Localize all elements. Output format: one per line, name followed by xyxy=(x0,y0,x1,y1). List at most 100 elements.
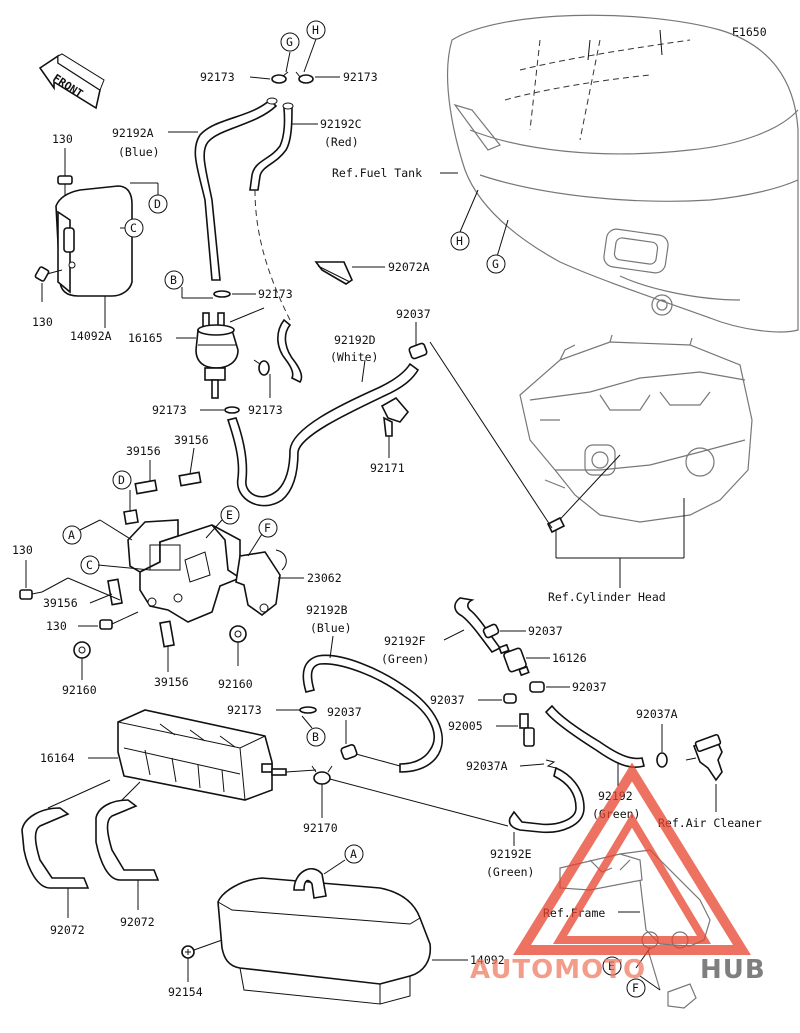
part-92170: 92170 xyxy=(303,821,338,835)
ref-air-cleaner: Ref.Air Cleaner xyxy=(658,816,762,830)
svg-text:G: G xyxy=(286,35,293,49)
part-92173-lower: 92173 xyxy=(227,703,262,717)
clamp-92170 xyxy=(311,765,333,785)
clamp-92037-f xyxy=(482,623,500,639)
filter-16165 xyxy=(195,312,239,399)
part-39156-d: 39156 xyxy=(154,675,189,689)
svg-text:D: D xyxy=(154,197,161,211)
part-92072-a: 92072 xyxy=(50,923,85,937)
strap-92072A xyxy=(314,261,354,285)
part-130-top: 130 xyxy=(52,132,73,146)
bracket-14092A xyxy=(55,185,133,297)
bolt-130-left xyxy=(34,266,50,282)
part-92192C: 92192C xyxy=(320,117,362,131)
fuel-tank-outline xyxy=(446,14,799,333)
svg-text:F: F xyxy=(264,521,271,535)
part-39156-a: 39156 xyxy=(126,444,161,458)
part-92192B: 92192B xyxy=(306,603,348,617)
part-16165: 16165 xyxy=(128,331,163,345)
bolt-130-top xyxy=(57,175,73,196)
clamp-92037-l xyxy=(503,693,517,704)
callout-H: H xyxy=(306,20,326,40)
part-23062: 23062 xyxy=(307,571,342,585)
part-92192A-color: (Blue) xyxy=(118,145,160,159)
bolt-130-bracket xyxy=(99,611,139,630)
part-16126: 16126 xyxy=(552,651,587,665)
callout-E-mid: E xyxy=(220,505,240,525)
part-92173-filter-bottom: 92173 xyxy=(152,403,187,417)
part-92154: 92154 xyxy=(168,985,203,999)
callout-B-lower: B xyxy=(306,727,326,747)
rubber-39156-b xyxy=(178,471,202,487)
air-cleaner-fitting xyxy=(685,733,723,782)
grommet-92160-a xyxy=(73,641,91,659)
cylinder-head xyxy=(519,334,753,523)
part-92192D: 92192D xyxy=(334,333,376,347)
part-92173-g: 92173 xyxy=(200,70,235,84)
clamp-92173-filter-side xyxy=(253,359,270,376)
part-130-bracket: 130 xyxy=(46,619,67,633)
bracket-23062 xyxy=(123,509,281,623)
screw-92154 xyxy=(181,945,195,959)
ref-fuel-tank: Ref.Fuel Tank xyxy=(332,166,422,180)
part-92192E-color: (Green) xyxy=(486,865,534,879)
bolt-130-mid xyxy=(19,589,43,600)
svg-text:A: A xyxy=(68,528,75,542)
part-92037-r: 92037 xyxy=(572,680,607,694)
svg-text:B: B xyxy=(170,273,177,287)
callout-A-lower: A xyxy=(344,844,364,864)
callout-C-mid: C xyxy=(80,555,100,575)
part-92192A: 92192A xyxy=(112,126,154,140)
watermark-logo: AUTOMOTO HUB xyxy=(470,762,766,985)
clamp-92173-g xyxy=(271,71,289,84)
part-92005: 92005 xyxy=(448,719,483,733)
part-92192F: 92192F xyxy=(384,634,426,648)
cover-14092 xyxy=(217,868,432,1005)
svg-text:G: G xyxy=(492,257,499,271)
callout-E-lower: E xyxy=(602,956,622,976)
part-92192C-color: (Red) xyxy=(324,135,359,149)
part-92037-f: 92037 xyxy=(528,624,563,638)
callout-F-lower: F xyxy=(626,978,646,998)
canister-16164 xyxy=(117,709,287,801)
part-14092: 14092 xyxy=(470,953,505,967)
part-39156-b: 39156 xyxy=(174,433,209,447)
fitting-92005 xyxy=(519,713,535,747)
part-92171: 92171 xyxy=(370,461,405,475)
rubber-39156-a xyxy=(134,479,158,495)
callout-A-mid: A xyxy=(62,525,82,545)
clamp-92173-lower xyxy=(299,706,317,714)
callout-B-top: B xyxy=(164,270,184,290)
clamp-92173-filter-top xyxy=(213,290,231,298)
callout-D-top: D xyxy=(148,194,168,214)
part-92173-filter-top: 92173 xyxy=(258,287,293,301)
part-92173-h: 92173 xyxy=(343,70,378,84)
part-14092A: 14092A xyxy=(70,329,112,343)
svg-text:D: D xyxy=(118,473,125,487)
ref-cylinder-head: Ref.Cylinder Head xyxy=(548,590,666,604)
svg-text:E: E xyxy=(608,959,615,973)
callout-G: G xyxy=(280,32,300,52)
strap-92072-b xyxy=(95,799,160,881)
callout-F-mid: F xyxy=(258,518,278,538)
part-92173-filter-side: 92173 xyxy=(248,403,283,417)
part-92037-top: 92037 xyxy=(396,307,431,321)
watermark-text-hub: HUB xyxy=(700,955,766,985)
part-92072A: 92072A xyxy=(388,260,430,274)
clamp-92037-r xyxy=(529,681,545,693)
front-arrow-icon: FRONT xyxy=(38,53,105,110)
part-92192B-color: (Blue) xyxy=(310,621,352,635)
part-92160-a: 92160 xyxy=(62,683,97,697)
rubber-39156-c xyxy=(107,578,123,606)
part-92037-l: 92037 xyxy=(430,693,465,707)
clip-92171 xyxy=(380,396,410,437)
diagram-code: E1650 xyxy=(732,25,767,39)
callout-G-tank: G xyxy=(486,254,506,274)
part-92192E: 92192E xyxy=(490,847,532,861)
clamp-92173-h xyxy=(295,71,314,84)
valve-16126 xyxy=(498,643,530,677)
part-92037A-l: 92037A xyxy=(466,759,508,773)
strap-92072-a xyxy=(21,807,90,889)
clamp-92173-filter-bottom xyxy=(224,406,240,414)
